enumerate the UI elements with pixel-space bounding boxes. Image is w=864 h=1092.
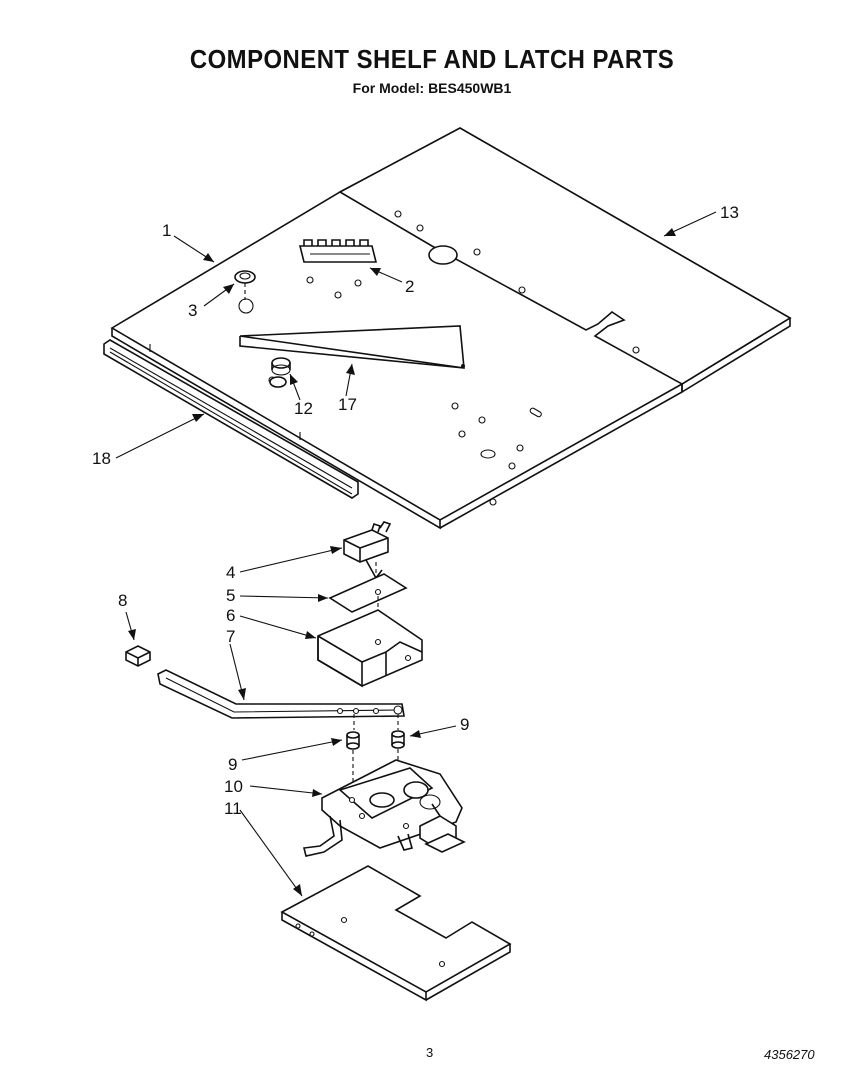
- callout-10: 10: [224, 777, 243, 796]
- callout-2: 2: [405, 277, 414, 296]
- callout-18: 18: [92, 449, 111, 468]
- callout-17: 17: [338, 395, 357, 414]
- page-title: COMPONENT SHELF AND LATCH PARTS: [189, 44, 675, 74]
- callout-5: 5: [226, 586, 235, 605]
- callout-8: 8: [118, 591, 127, 610]
- part-13-cover-plate: [338, 127, 792, 392]
- part-9-spacers: [346, 730, 405, 790]
- part-4-latch-switch: [343, 521, 392, 584]
- part-17-baffle: [239, 325, 465, 369]
- callout-6: 6: [226, 606, 235, 625]
- callout-13: 13: [720, 203, 739, 222]
- part-7-latch-rod: [157, 669, 405, 730]
- part-11-base-plate: [280, 865, 512, 1002]
- callout-11: 11: [224, 799, 242, 818]
- part-12-plug-button: [269, 357, 291, 388]
- callout-9-left: 9: [228, 755, 237, 774]
- callout-3: 3: [188, 301, 197, 320]
- callout-7: 7: [226, 627, 235, 646]
- part-6-switch-bracket: [317, 609, 423, 688]
- callout-12: 12: [294, 399, 313, 418]
- part-3-grommet: [234, 270, 256, 300]
- document-number: 4356270: [764, 1047, 815, 1062]
- part-10-latch-assembly: [303, 759, 466, 857]
- model-subtitle: For Model: BES450WB1: [352, 80, 512, 96]
- callout-leader-lines: [115, 211, 717, 897]
- part-8-end-cap: [125, 645, 151, 667]
- callout-9-right: 9: [460, 715, 469, 734]
- page-number: 3: [426, 1045, 434, 1060]
- part-5-insulator-pad: [328, 573, 408, 640]
- part-2-terminal-block: [298, 239, 378, 263]
- callout-1: 1: [162, 221, 171, 240]
- part-18-channel-strip: [103, 339, 359, 499]
- callout-4: 4: [226, 563, 235, 582]
